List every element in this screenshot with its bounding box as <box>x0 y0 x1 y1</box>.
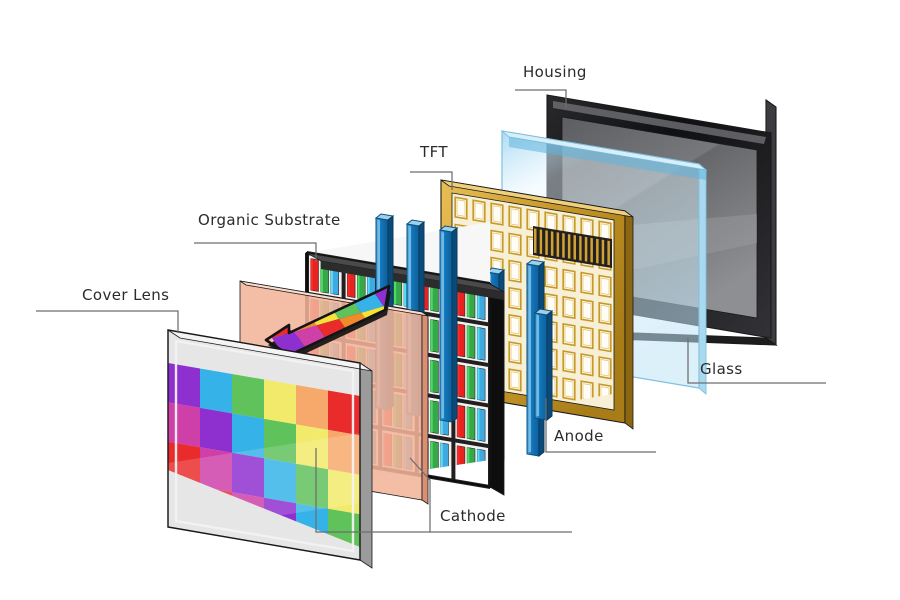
cover-lens-cell <box>200 407 232 453</box>
cover-lens-cell <box>200 368 232 414</box>
label-tft: TFT <box>419 143 448 161</box>
cover-lens-cell <box>232 374 264 419</box>
leader-lines <box>36 89 826 533</box>
cover-lens-cell <box>168 402 200 448</box>
anode-strip[interactable] <box>533 308 554 422</box>
cover-lens-cell <box>200 447 232 493</box>
cover-lens-cell <box>328 390 360 436</box>
cover-lens-cell <box>168 363 200 408</box>
cover-lens-cell <box>232 413 264 459</box>
cover-lens-cell <box>296 385 328 430</box>
cover-lens-grid <box>168 363 360 547</box>
label-glass: Glass <box>700 360 743 378</box>
label-cover-lens: Cover Lens <box>82 286 169 304</box>
cover-lens-cell <box>264 418 296 464</box>
cover-lens-cell <box>264 379 296 425</box>
label-housing: Housing <box>523 63 587 81</box>
cover-lens-cell <box>264 458 296 504</box>
label-anode: Anode <box>554 427 604 445</box>
cover-lens-cell <box>232 452 264 498</box>
layer-cover-lens[interactable] <box>167 329 373 593</box>
cover-lens-cell <box>296 463 328 509</box>
diagram-labels: Cover Lens Organic Substrate TFT Housing… <box>82 63 743 525</box>
label-cathode: Cathode <box>440 507 506 525</box>
anode-strip[interactable] <box>438 225 459 424</box>
label-organic-substrate: Organic Substrate <box>198 211 341 229</box>
cover-lens-cell <box>296 424 328 470</box>
